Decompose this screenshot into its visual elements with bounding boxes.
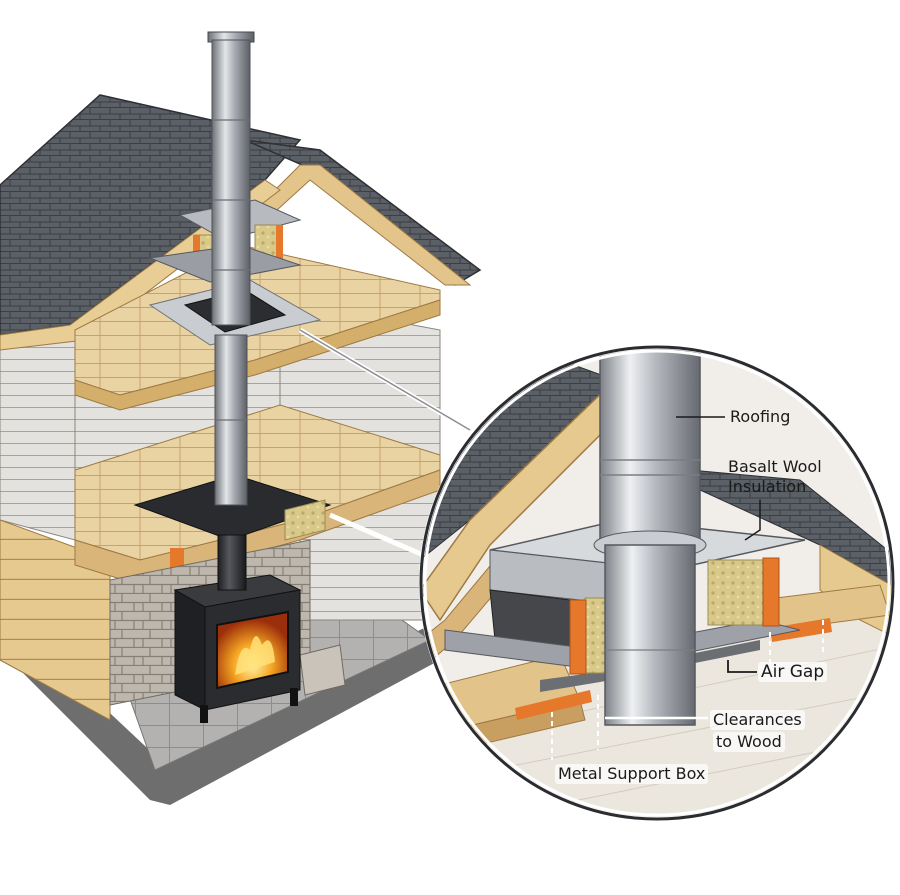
stove-body [174, 589, 206, 711]
log-wall-left [0, 519, 111, 721]
house-cutaway [0, 31, 482, 805]
orange-barrier-right [762, 557, 780, 627]
attic-floor-edge [74, 299, 441, 411]
detail-leader-bottom [329, 512, 436, 563]
second-floor-plate [133, 474, 332, 541]
air-gap-leader [727, 660, 757, 673]
label-air-gap: Air Gap [758, 662, 828, 682]
detail-chimney-pipe [599, 349, 701, 546]
label-roofing: Roofing [730, 407, 791, 426]
label-basalt-wool-line1: Basalt Wool [728, 457, 822, 476]
hearth-stone-block [299, 644, 346, 696]
attic-orange-strip-right [276, 225, 283, 265]
stove-pipe-black [217, 534, 247, 591]
foundation-slab [0, 610, 440, 805]
stove-leg-right [290, 688, 298, 706]
clearance-strip-left [515, 690, 592, 720]
label-basalt-wool-line2: Insulation [728, 477, 807, 496]
label-metal-support-box: Metal Support Box [555, 764, 709, 784]
wood-stove [173, 574, 302, 723]
basalt-leader [744, 500, 761, 541]
stove-leg-left [200, 705, 208, 723]
chimney-pipe [211, 39, 251, 326]
detail-magnifier-ring [419, 345, 895, 821]
basalt-wool-right [707, 559, 764, 626]
fire-icon [235, 636, 275, 675]
label-clearances-line2: to Wood [713, 732, 785, 752]
label-clearances-line1: Clearances [710, 710, 805, 730]
clearance-strip-right [770, 618, 832, 642]
orange-barrier-left [569, 599, 587, 675]
detail-chimney-pipe-lower [604, 544, 696, 726]
second-floor-insulation [284, 499, 326, 541]
detail-magnifier [419, 345, 895, 821]
